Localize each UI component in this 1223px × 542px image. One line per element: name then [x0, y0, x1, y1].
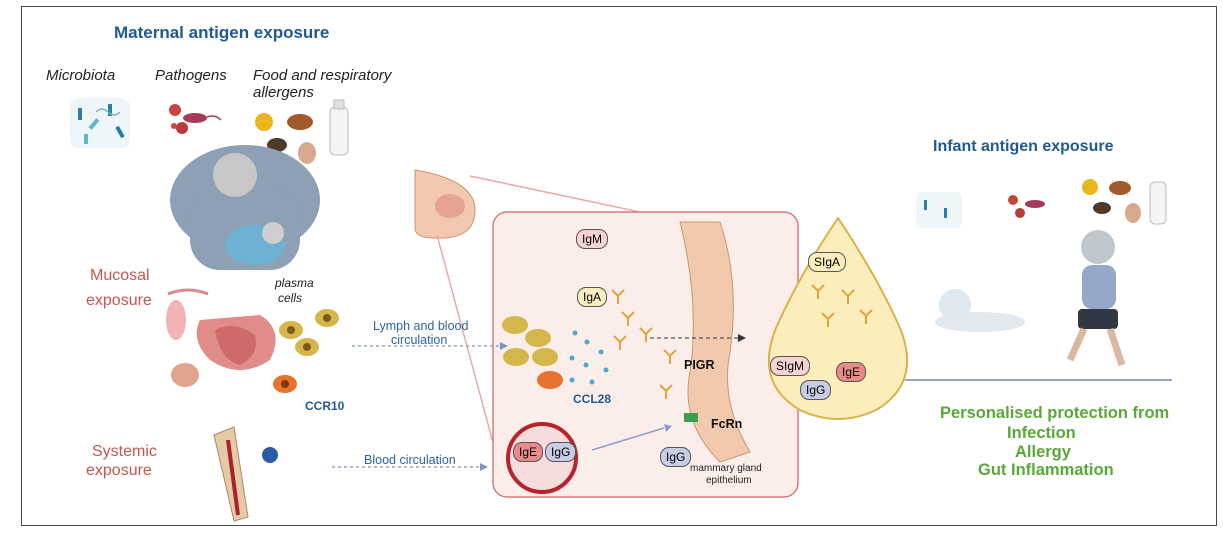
blood-circulation-label: Blood circulation [364, 453, 456, 467]
pathogens-label: Pathogens [155, 67, 227, 84]
ccr10-label: CCR10 [305, 399, 345, 413]
fcrn-label: FcRn [711, 417, 743, 431]
sigm-badge: SIgM [770, 356, 811, 376]
plasma-cells-icon [273, 309, 339, 393]
infant-pathogens-icon [1008, 195, 1045, 218]
infant-title: Infant antigen exposure [933, 138, 1114, 155]
lymph-label-2: circulation [391, 333, 448, 347]
siga-badge: SIgA [808, 252, 847, 272]
toddler-icon [1066, 230, 1126, 367]
mammary-label-1: mammary gland [690, 463, 762, 474]
ccl28-dots [569, 330, 609, 385]
protection-line-2: Infection [1007, 424, 1076, 442]
systemic-label-2: exposure [86, 462, 152, 479]
figure-frame [21, 6, 1217, 526]
iga-dimers [611, 289, 677, 399]
protection-line-1: Personalised protection from [940, 404, 1170, 422]
infant-microbiota-icon [916, 192, 962, 228]
food-allergens-label-1: Food and respiratory [253, 67, 392, 84]
maternal-title: Maternal antigen exposure [114, 23, 330, 42]
breast-icon [414, 169, 476, 239]
ccl28-label: CCL28 [573, 392, 612, 406]
fcrn-receptor [684, 413, 698, 422]
siga-cluster [811, 284, 873, 327]
igm-badge: IgM [576, 229, 609, 249]
igg-vessel-badge: IgG [545, 442, 577, 462]
protection-line-3: Allergy [1015, 443, 1071, 461]
tissue-plasma-cells [502, 316, 563, 389]
igg-epithelium-badge: IgG [660, 447, 692, 467]
plasma-label-2: cells [278, 291, 303, 305]
microbiota-label: Microbiota [46, 67, 116, 84]
allergens-icon [255, 99, 349, 164]
protection-line-4: Gut Inflammation [978, 461, 1114, 479]
mammary-label-2: epithelium [706, 475, 752, 486]
baby-icon [935, 289, 1025, 332]
microbiota-icon [70, 98, 130, 148]
ige-milk-badge: IgE [836, 362, 867, 382]
igg-milk-badge: IgG [800, 380, 832, 400]
systemic-label-1: Systemic [92, 443, 157, 460]
mucosal-organs-icon [166, 288, 276, 387]
mucosal-label-2: exposure [86, 292, 152, 309]
pigr-label: PIGR [684, 358, 715, 372]
blood-vessel-icon [506, 422, 578, 494]
bone-icon [213, 426, 278, 522]
food-allergens-label-2: allergens [253, 84, 314, 101]
mother-breastfeeding-icon [170, 145, 320, 270]
mucosal-label-1: Mucosal [90, 267, 150, 284]
epithelium-icon [679, 221, 751, 463]
iga-badge: IgA [577, 287, 608, 307]
ige-vessel-badge: IgE [513, 442, 544, 462]
plasma-label-1: plasma [275, 276, 314, 290]
infant-allergens-icon [1082, 179, 1167, 225]
pathogens-icon [169, 104, 222, 134]
lymph-label-1: Lymph and blood [373, 319, 469, 333]
